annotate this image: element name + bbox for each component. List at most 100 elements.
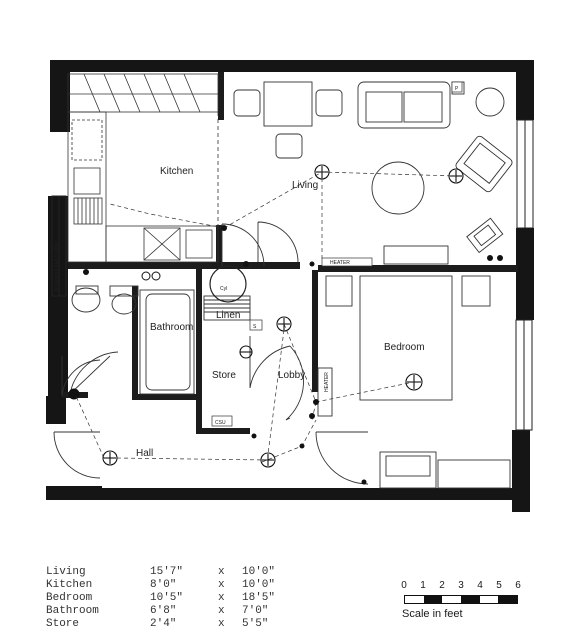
room-label-hall: Hall xyxy=(136,448,153,459)
dishrack xyxy=(73,197,103,225)
wall-kitchen-living xyxy=(218,72,224,120)
oven xyxy=(73,167,101,195)
schedule-length: 10'0" xyxy=(242,579,276,591)
bedroom-furniture xyxy=(317,275,511,489)
schedule-row: Living 15'7" x 10'0" xyxy=(46,566,275,579)
wall-top xyxy=(50,60,532,72)
wall-living-bed xyxy=(318,265,518,272)
heater-bedroom xyxy=(317,367,333,417)
scale-tick: 3 xyxy=(458,580,464,591)
room-label-linen: Linen xyxy=(216,310,240,321)
scale-caption: Scale in feet xyxy=(402,608,463,620)
window-note: Window to Flat / Lobby xyxy=(54,241,60,292)
schedule-x: x xyxy=(218,605,225,617)
schedule-row: Bathroom 6'8" x 7'0" xyxy=(46,605,275,618)
schedule-row: Bedroom 10'5" x 18'5" xyxy=(46,592,275,605)
bedside-table xyxy=(325,275,353,307)
light-fittings xyxy=(68,164,464,468)
schedule-width: 8'0" xyxy=(150,579,177,591)
schedule-length: 18'5" xyxy=(242,592,276,604)
bedside-table xyxy=(461,275,491,307)
dressing-table xyxy=(379,451,437,489)
coffee-table xyxy=(371,161,425,215)
kitchen-fittings xyxy=(67,73,219,263)
worktop xyxy=(67,73,219,113)
door-hall-left xyxy=(61,356,101,397)
room-schedule: Living 15'7" x 10'0" Kitchen 8'0" x 10'0… xyxy=(46,566,275,631)
room-label-living: Living xyxy=(292,180,318,191)
wall-bath-bottom xyxy=(132,394,198,400)
wc xyxy=(71,287,101,313)
schedule-room: Bedroom xyxy=(46,592,93,604)
wall-bath-store xyxy=(196,266,202,434)
schedule-room: Bathroom xyxy=(46,605,99,617)
room-label-kitchen: Kitchen xyxy=(160,166,193,177)
heater-living xyxy=(383,245,449,265)
p-label: P xyxy=(455,86,459,92)
bathroom-fittings xyxy=(71,285,251,395)
floor-plan: Kitchen Living Bathroom Bedroom Store Lo… xyxy=(46,60,534,512)
scale-tick: 1 xyxy=(420,580,426,591)
wall-kitchen-living-2 xyxy=(216,225,222,265)
schedule-x: x xyxy=(218,579,225,591)
schedule-room: Kitchen xyxy=(46,579,93,591)
schedule-row: Kitchen 8'0" x 10'0" xyxy=(46,579,275,592)
heater-label-vertical: HEATER xyxy=(324,372,330,392)
wall-bottom-left xyxy=(46,486,102,500)
cylinder xyxy=(209,265,247,303)
wall-left-top xyxy=(50,60,70,132)
heater-label: HEATER xyxy=(330,260,350,266)
sink-unit xyxy=(143,227,181,261)
schedule-x: x xyxy=(218,618,225,630)
room-label-bedroom: Bedroom xyxy=(384,342,425,353)
s-label: S xyxy=(253,324,257,330)
chair xyxy=(275,133,303,159)
door-store xyxy=(249,336,291,389)
counter-left xyxy=(67,111,107,263)
dining-table xyxy=(263,81,313,127)
csu-label: CSU xyxy=(215,420,226,426)
wall-left-bottom xyxy=(46,396,66,424)
sofa xyxy=(357,81,451,129)
light-icon xyxy=(102,450,118,466)
doors xyxy=(53,221,369,485)
room-label-lobby: Lobby xyxy=(278,370,305,381)
light-icon xyxy=(239,345,253,359)
wall-bottom xyxy=(100,488,530,500)
schedule-length: 7'0" xyxy=(242,605,269,617)
wall-right-mid xyxy=(516,228,534,320)
wall-right-top xyxy=(516,60,534,120)
cylinder-label: Cyl xyxy=(220,286,227,292)
bed xyxy=(359,275,453,401)
standard-lamp xyxy=(475,87,505,117)
door-bathroom xyxy=(69,351,119,395)
hob xyxy=(71,119,103,161)
wall-lobby-bed xyxy=(312,270,318,392)
counter-bottom xyxy=(105,225,219,263)
schedule-x: x xyxy=(218,566,225,578)
schedule-width: 10'5" xyxy=(150,592,184,604)
tv-unit xyxy=(466,217,504,254)
scale-tick: 4 xyxy=(477,580,483,591)
bath xyxy=(139,289,195,395)
switches xyxy=(83,225,503,485)
schedule-room: Living xyxy=(46,566,86,578)
schedule-room: Store xyxy=(46,618,80,630)
wardrobe xyxy=(437,459,511,489)
scale-ticks: 0 1 2 3 4 5 6 xyxy=(398,580,521,594)
room-label-store: Store xyxy=(212,370,236,381)
schedule-row: Store 2'4" x 5'5" xyxy=(46,618,275,631)
outer-walls xyxy=(46,60,534,512)
scale-graphic xyxy=(404,595,518,604)
armchair xyxy=(455,135,513,193)
wall-bath-left xyxy=(132,286,138,396)
door-bedroom xyxy=(315,431,369,485)
wall-kitchen-bath xyxy=(68,262,300,269)
schedule-length: 5'5" xyxy=(242,618,269,630)
wall-store-bottom xyxy=(196,428,250,434)
schedule-width: 15'7" xyxy=(150,566,184,578)
scale-tick: 2 xyxy=(439,580,445,591)
chair xyxy=(233,89,261,117)
light-icon xyxy=(68,388,80,400)
schedule-x: x xyxy=(218,592,225,604)
